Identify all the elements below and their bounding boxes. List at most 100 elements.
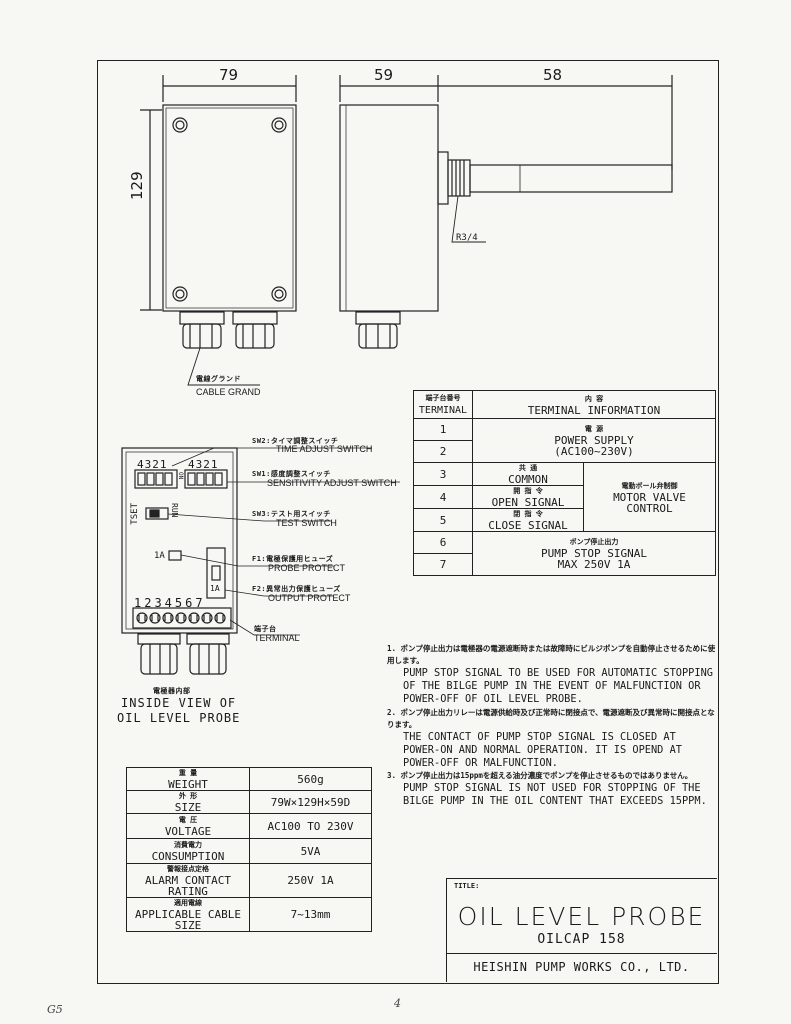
spec-voltage-value: AC100 TO 230V bbox=[249, 813, 372, 839]
inside-view-caption-2: OIL LEVEL PROBE bbox=[117, 711, 241, 725]
dim-58: 58 bbox=[543, 66, 563, 84]
dip-on-label: ON bbox=[177, 472, 184, 480]
cable-gland-label-jp: 電線グランド bbox=[196, 375, 241, 383]
cable-gland-label: CABLE GRAND bbox=[196, 387, 261, 397]
tset-label: TSET bbox=[130, 503, 140, 525]
note-1-en: PUMP STOP SIGNAL TO BE USED FOR AUTOMATI… bbox=[403, 667, 713, 706]
term-2: 2 bbox=[413, 440, 473, 463]
side-view-flange bbox=[437, 151, 449, 205]
dip-switch-sw2 bbox=[134, 469, 178, 489]
spec-voltage-jp: 電 圧 bbox=[178, 816, 198, 824]
f1-label-jp: F1:電極保護用ヒューズ bbox=[252, 555, 334, 563]
spec-alarm-value: 250V 1A bbox=[249, 863, 372, 898]
note-1-jp: ポンプ停止出力は電極器の電源遮断時または故障時にビルジポンプを自動停止させるため… bbox=[387, 644, 716, 665]
power-jp: 電 源 bbox=[584, 425, 604, 433]
open-en: OPEN SIGNAL bbox=[491, 496, 565, 509]
pump-jp: ポンプ停止出力 bbox=[569, 538, 619, 546]
title-block bbox=[446, 878, 717, 982]
spec-consumption-value: 5VA bbox=[249, 838, 372, 864]
common-jp: 共 通 bbox=[518, 464, 538, 472]
cable-gland-leader bbox=[187, 347, 260, 386]
close-jp: 閉 指 令 bbox=[513, 510, 543, 518]
spec-cable-jp: 適用電線 bbox=[174, 899, 202, 907]
dim-79: 79 bbox=[219, 66, 239, 84]
terminal-screws bbox=[136, 612, 226, 624]
side-view-body bbox=[339, 104, 439, 312]
side-view-thread bbox=[447, 159, 471, 197]
sw3-label: TEST SWITCH bbox=[276, 518, 337, 528]
term-6: 6 bbox=[413, 531, 473, 554]
fuse-f1-body bbox=[168, 550, 182, 561]
run-label: RUN bbox=[170, 503, 179, 518]
spec-size-label: SIZE bbox=[174, 801, 202, 814]
inside-view-caption-1: INSIDE VIEW OF bbox=[121, 696, 237, 710]
common-en: COMMON bbox=[508, 473, 548, 486]
dip-switch-sw1 bbox=[184, 469, 228, 489]
thread-label: R3/4 bbox=[456, 233, 478, 243]
note-2-number: 2. bbox=[387, 707, 397, 717]
spec-size-jp: 外 形 bbox=[178, 792, 198, 800]
drawing-title: OIL LEVEL PROBE bbox=[457, 902, 706, 931]
dip-numbers-right: 4321 bbox=[188, 458, 219, 471]
spec-cable-label: APPLICABLE CABLE SIZE bbox=[135, 908, 241, 932]
term-1: 1 bbox=[413, 418, 473, 441]
sw2-label-jp: SW2:タイマ調整スイッチ bbox=[252, 437, 339, 445]
dip-numbers-left: 4321 bbox=[137, 458, 168, 471]
term-7: 7 bbox=[413, 553, 473, 576]
spec-consumption-jp: 消費電力 bbox=[174, 841, 202, 849]
side-cable-gland bbox=[355, 311, 401, 349]
valve-jp: 電動ボール弁制御 bbox=[621, 481, 678, 490]
sw3-leader bbox=[167, 513, 332, 522]
drawing-model: OILCAP 158 bbox=[537, 932, 626, 947]
note-3-number: 3. bbox=[387, 771, 397, 781]
spec-cable-value: 7~13mm bbox=[249, 897, 372, 932]
power-en: POWER SUPPLY bbox=[554, 434, 634, 447]
th-info-jp: 内 容 bbox=[584, 394, 604, 403]
valve-en-1: MOTOR VALVE bbox=[613, 490, 686, 504]
sw1-label-jp: SW1:感度調整スイッチ bbox=[252, 470, 331, 478]
spec-weight-label: WEIGHT bbox=[168, 778, 208, 791]
fuse-f2-body bbox=[211, 565, 221, 581]
sw3-label-jp: SW3:テスト用スイッチ bbox=[252, 510, 331, 518]
note-3-en: PUMP STOP SIGNAL IS NOT USED FOR STOPPIN… bbox=[403, 782, 707, 808]
f2-label-jp: F2:異常出力保護ヒューズ bbox=[252, 585, 341, 593]
spec-alarm-jp: 警報接点定格 bbox=[167, 865, 209, 873]
term-4: 4 bbox=[413, 485, 473, 509]
th-info: TERMINAL INFORMATION bbox=[527, 403, 661, 417]
note-2-en: THE CONTACT OF PUMP STOP SIGNAL IS CLOSE… bbox=[403, 730, 682, 770]
page-number: 4 bbox=[394, 997, 401, 1010]
term-5: 5 bbox=[413, 508, 473, 532]
sw1-label: SENSITIVITY ADJUST SWITCH bbox=[267, 478, 397, 488]
probe-rod bbox=[469, 164, 673, 193]
dim-129: 129 bbox=[128, 171, 146, 200]
note-2-jp: ポンプ停止出力リレーは電源供給時及び正常時に閉接点で、電源遮断及び異常時に開接点… bbox=[387, 707, 715, 729]
terminal-label: TERMINAL bbox=[254, 633, 300, 643]
close-en: CLOSE SIGNAL bbox=[488, 519, 568, 532]
title-block-label: TITLE: bbox=[454, 882, 480, 890]
fuse-f1-rating: 1A bbox=[154, 551, 165, 561]
spec-alarm-label: ALARM CONTACT RATING bbox=[144, 874, 232, 898]
terminal-numbers: 1234567 bbox=[134, 596, 206, 610]
front-cable-glands bbox=[179, 311, 278, 349]
spec-consumption-label: CONSUMPTION bbox=[151, 850, 225, 863]
th-terminal-jp: 端子台番号 bbox=[425, 394, 461, 402]
note-1: 1. ポンプ停止出力は電極器の電源遮断時または故障時にビルジポンプを自動停止させ… bbox=[387, 643, 717, 707]
notes: 1. ポンプ停止出力は電極器の電源遮断時または故障時にビルジポンプを自動停止させ… bbox=[387, 643, 717, 809]
spec-voltage-label: VOLTAGE bbox=[164, 825, 212, 838]
th-terminal: TERMINAL bbox=[418, 405, 468, 416]
terminal-label-jp: 端子台 bbox=[254, 625, 277, 633]
note-3: 3. ポンプ停止出力は15ppmを超える油分濃度でポンプを停止させるものではあり… bbox=[387, 770, 717, 808]
front-view-body bbox=[162, 104, 297, 312]
fuse-holder bbox=[206, 547, 226, 599]
open-jp: 開 指 令 bbox=[513, 487, 543, 495]
terminal-leader bbox=[229, 619, 300, 636]
inside-cable-glands bbox=[137, 633, 230, 675]
